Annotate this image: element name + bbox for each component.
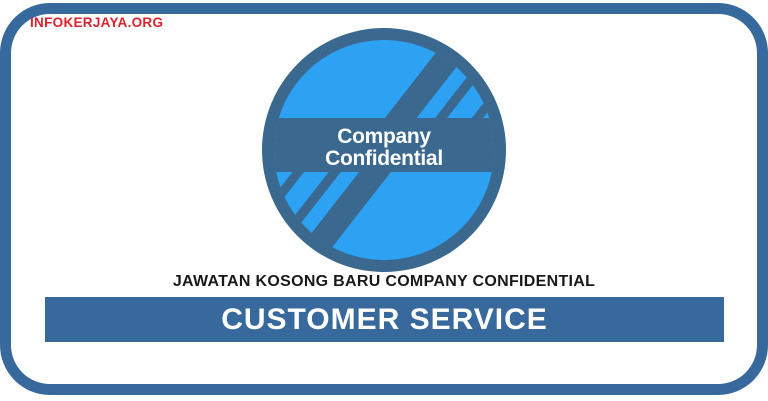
logo-band [274,118,494,172]
company-confidential-logo: Company Confidential [262,28,506,272]
logo-text-line1: Company [337,125,431,148]
subtitle: JAWATAN KOSONG BARU COMPANY CONFIDENTIAL [172,273,596,290]
logo-text-line2: Confidential [325,147,443,170]
decorative-border-frame [0,3,768,395]
job-title: CUSTOMER SERVICE [221,302,548,336]
job-title-banner: CUSTOMER SERVICE [45,297,724,342]
site-watermark: INFOKERJAYA.ORG [30,15,164,30]
